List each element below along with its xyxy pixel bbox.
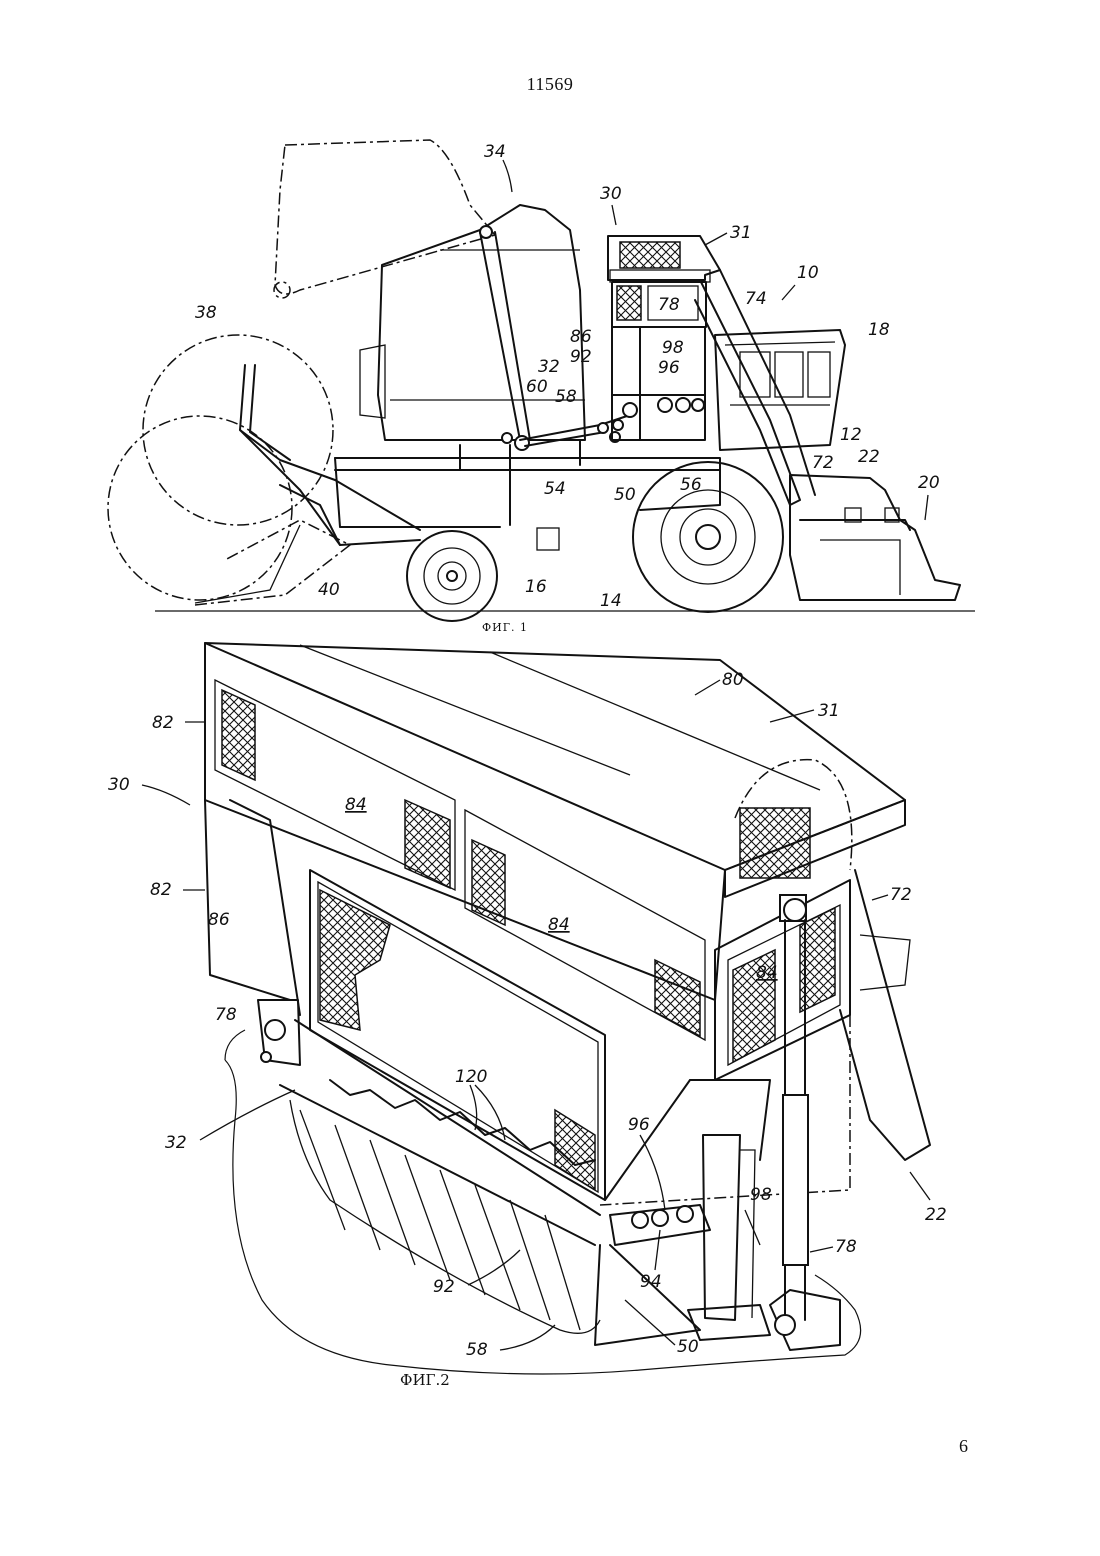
fig1-label-30: 30 [600, 184, 622, 204]
fig2-label-58: 58 [466, 1340, 488, 1360]
fig2-label-22: 22 [925, 1205, 947, 1225]
fig1-label-40: 40 [318, 580, 340, 600]
fig2-label-82-lower: 82 [150, 880, 172, 900]
fig2-label-94: 94 [640, 1272, 662, 1292]
fig2-label-78-left: 78 [215, 1005, 237, 1025]
fig2-label-82-top: 82 [152, 713, 174, 733]
fig1-label-10: 10 [797, 263, 819, 283]
fig1-label-58: 58 [555, 387, 577, 407]
fig2-label-50: 50 [677, 1337, 699, 1357]
fig1-label-22: 22 [858, 447, 880, 467]
fig1-label-54: 54 [544, 479, 566, 499]
fig2-label-92: 92 [433, 1277, 455, 1297]
fig1-label-34: 34 [484, 142, 506, 162]
fig2-label-30: 30 [108, 775, 130, 795]
fig1-label-56: 56 [680, 475, 702, 495]
fig1-label-92: 92 [570, 347, 592, 367]
fig1-label-50: 50 [614, 485, 636, 505]
figure-2-caption: ФИГ.2 [400, 1371, 450, 1389]
fig1-label-96: 96 [658, 358, 680, 378]
fig1-label-16: 16 [525, 577, 547, 597]
fig2-label-31: 31 [818, 701, 840, 721]
figure-2-drawing: 80 31 82 30 84 82 72 86 84 84 78 120 96 … [108, 643, 947, 1389]
fig2-label-72: 72 [890, 885, 912, 905]
fig2-label-120: 120 [455, 1067, 487, 1087]
fig2-label-80: 80 [722, 670, 744, 690]
fig2-label-86: 86 [208, 910, 230, 930]
figure-1-drawing: 34 30 31 10 74 78 18 38 86 92 98 96 32 6… [108, 140, 975, 634]
fig1-label-72: 72 [812, 453, 834, 473]
fig1-label-18: 18 [868, 320, 890, 340]
fig2-label-84-upper: 84 [345, 795, 367, 815]
fig2-label-96: 96 [628, 1115, 650, 1135]
fig1-label-98: 98 [662, 338, 684, 358]
fig1-label-32: 32 [538, 357, 560, 377]
fig2-label-32: 32 [165, 1133, 187, 1153]
fig1-label-78: 78 [658, 295, 680, 315]
fig1-label-74: 74 [745, 289, 767, 309]
fig2-label-78-right: 78 [835, 1237, 857, 1257]
page-number: 6 [959, 1436, 968, 1457]
fig1-label-86: 86 [570, 327, 592, 347]
fig1-label-31: 31 [730, 223, 752, 243]
fig1-label-14: 14 [600, 591, 622, 611]
fig1-label-12: 12 [840, 425, 862, 445]
fig1-label-20: 20 [918, 473, 940, 493]
fig2-label-98: 98 [750, 1185, 772, 1205]
figure-1-caption: ФИГ. 1 [482, 621, 528, 634]
fig2-label-84-middle: 84 [548, 915, 570, 935]
fig2-label-84-end: 84 [756, 963, 778, 983]
fig1-label-38: 38 [195, 303, 217, 323]
fig1-label-60: 60 [526, 377, 548, 397]
